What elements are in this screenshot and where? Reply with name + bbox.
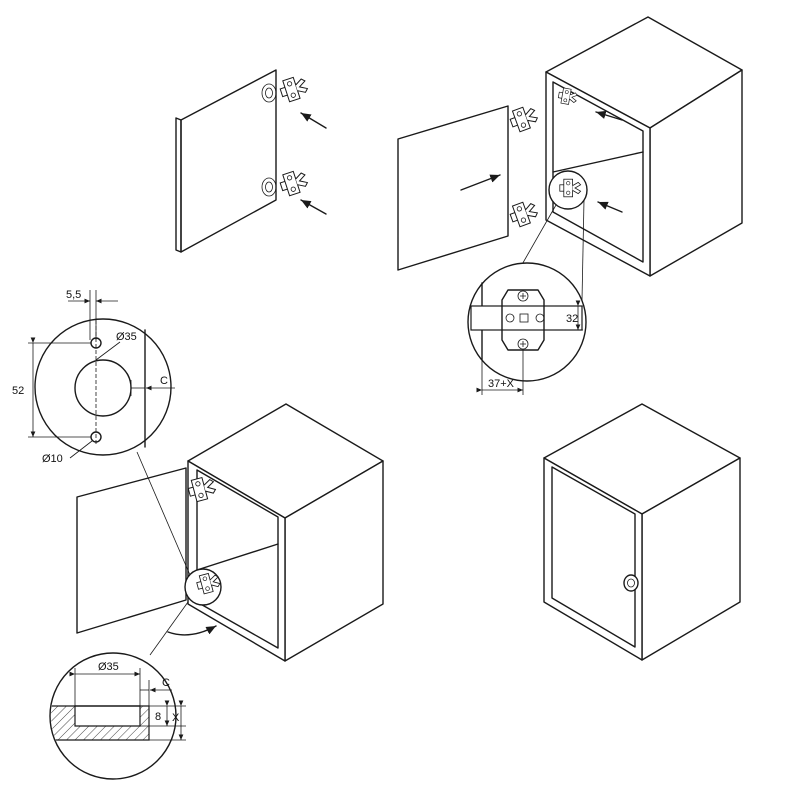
arrow-icon	[597, 201, 623, 213]
cabinet-front	[543, 457, 643, 661]
detail-circle	[49, 652, 177, 780]
arrow-icon	[300, 112, 327, 129]
arrow-icon	[300, 199, 327, 215]
plate-height-label: 32	[566, 313, 578, 325]
drilling-pattern-detail: 5,5 Ø35 52 C Ø10	[12, 289, 175, 465]
cabinet-front	[545, 71, 651, 277]
door-panel	[180, 69, 277, 253]
knob-icon	[623, 574, 639, 592]
cabinet-opening	[196, 469, 279, 649]
offset-label: 5,5	[66, 289, 81, 301]
mounting-plate-detail: 32 37+X	[467, 262, 587, 395]
mounting-plate	[470, 305, 583, 331]
door-edge	[175, 117, 182, 253]
callout-leader	[149, 601, 189, 656]
cup-hole	[74, 359, 132, 417]
hinge-icon	[261, 73, 311, 104]
cup-section-detail: Ø35 C 8 X	[49, 652, 186, 780]
plate-body	[501, 289, 545, 351]
cabinet-shelf	[552, 151, 644, 173]
closed-door	[551, 466, 636, 648]
edge-x-label: X	[172, 712, 180, 724]
hinge-icon	[507, 198, 541, 229]
cup-diameter-label: Ø35	[116, 331, 137, 343]
door-panel	[76, 467, 187, 634]
cup-depth-label: 8	[155, 711, 161, 723]
step4-closed-cabinet	[543, 403, 741, 661]
cabinet-shelf	[196, 543, 279, 571]
plate-offset-label: 37+X	[488, 378, 515, 390]
cabinet-opening	[552, 81, 644, 263]
hinge-icon	[261, 167, 311, 198]
arrow-icon	[595, 110, 623, 121]
hole-spacing-label: 52	[12, 385, 24, 397]
gap-label: C	[160, 375, 168, 387]
step3-door-opening	[76, 403, 384, 662]
callout-leader	[519, 204, 557, 269]
step2-mount-to-cabinet	[397, 16, 743, 301]
cup-diameter-label: Ø35	[98, 661, 119, 673]
screw-diameter-label: Ø10	[42, 453, 63, 465]
rotation-arrow-icon	[167, 625, 217, 636]
arrow-icon	[460, 174, 501, 191]
callout-leader	[136, 451, 191, 576]
hinge-icon	[507, 103, 541, 134]
door-panel	[397, 105, 509, 271]
step1-door-with-hinges	[175, 69, 327, 253]
gap-label: C	[162, 677, 170, 689]
callout-leader	[581, 199, 585, 301]
